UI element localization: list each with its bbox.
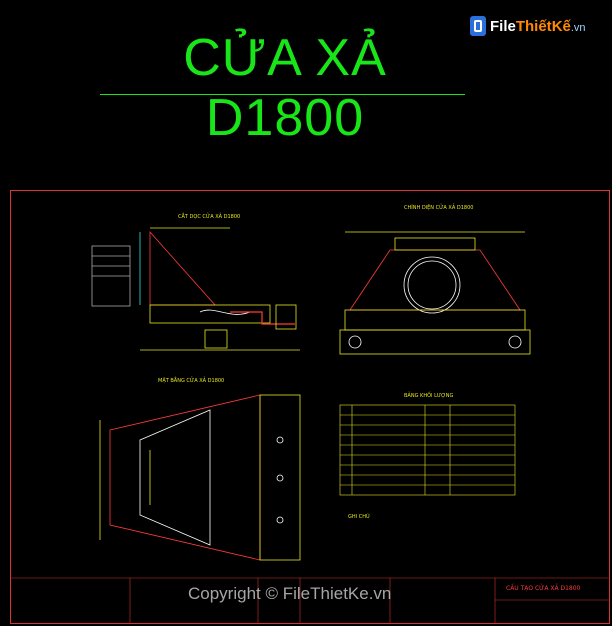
title-block-name: CẤU TẠO CỬA XẢ D1800 (506, 585, 581, 592)
title-block (10, 577, 610, 624)
table-title: BẢNG KHỐI LƯỢNG (404, 393, 454, 399)
title-underline (100, 94, 465, 95)
front-title: CHÍNH DIỆN CỬA XẢ D1800 (404, 205, 474, 211)
watermark: Copyright © FileThietKe.vn (188, 584, 391, 604)
logo[interactable]: FileThiếtKế.vn (470, 12, 586, 40)
logo-domain: .vn (570, 21, 586, 34)
logo-part-3: Kế (551, 17, 571, 35)
section-title: CẮT DỌC CỬA XẢ D1800 (178, 214, 241, 220)
logo-text: FileThiếtKế.vn (490, 18, 586, 35)
plan-title: MẶT BẰNG CỬA XẢ D1800 (158, 378, 225, 384)
drawing-title: CỬA XẢ D1800 (183, 29, 387, 147)
quantity-table (339, 404, 516, 496)
plan-view (99, 394, 301, 561)
notes-title: GHI CHÚ (348, 514, 370, 520)
file-icon (470, 16, 486, 36)
drawing-sheet (10, 190, 610, 624)
watermark-text: Copyright © FileThietKe.vn (188, 584, 392, 603)
logo-part-1: File (490, 17, 516, 35)
longitudinal-section (91, 227, 300, 351)
logo-part-2: Thiết (515, 17, 552, 35)
front-view (339, 231, 531, 355)
